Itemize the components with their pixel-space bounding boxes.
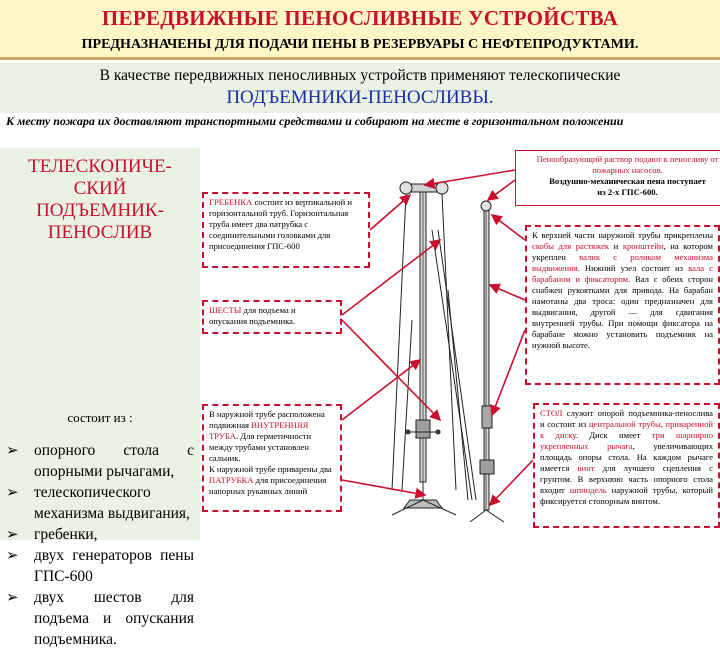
note-text-red: Пенообразующий раствор подают к пенослив… [536,154,719,175]
note-stol: СТОЛ служит опорой подъемника-пенослива … [533,403,720,528]
note-foam-supply: Пенообразующий раствор подают к пенослив… [515,150,720,206]
note-text-red: центральной трубы, приваренной к диску. [540,419,713,440]
list-item: ➢ телескопического механизма выдвигания, [6,482,194,524]
list-item-text: телескопического механизма выдвигания, [34,484,190,522]
title-line: ПЕНОСЛИВ [47,222,153,243]
list-item-text: двух шестов для подъема и опускания подъ… [34,589,194,648]
note-text: для присоединения напорных рукавных лини… [209,475,327,496]
intro-highlight: ПОДЪЕМНИКИ-ПЕНОСЛИВЫ. [226,87,494,108]
note-text-red: СТОЛ [540,408,563,418]
note-text: К наружной трубе приварены два [209,464,332,474]
arrow-bullet-icon: ➢ [6,588,19,606]
note-text-red: винт [577,463,595,473]
list-item: ➢ двух шестов для подъема и опускания под… [6,587,194,650]
title-line: СКИЙ [73,178,127,199]
note-text: наружной трубы, который фиксируется стоп… [540,485,714,506]
note-text-red: вала с барабаном и фиксатором [532,263,713,284]
title-line: ТЕЛЕСКОПИЧЕ- [28,156,172,177]
arrow-bullet-icon: ➢ [6,483,19,501]
page-title: ПЕРЕДВИЖНЫЕ ПЕНОСЛИВНЫЕ УСТРОЙСТВА [101,6,619,30]
note-text-red: ГРЕБЕНКА [209,197,253,207]
title-line: ПОДЪЕМНИК- [36,200,164,221]
note-upper-lower-assembly: К верхней части наружной трубы прикрепле… [525,225,720,385]
arrow-bullet-icon: ➢ [6,546,19,564]
list-item: ➢ гребенки, [6,524,194,545]
note-text: для подъема и опускания подъемника. [209,305,296,326]
delivery-text: К месту пожара их доставляют транспортны… [6,114,624,128]
list-item-text: опорного стола с опорными рычагами, [34,442,194,480]
note-text-red: три шарнирно укрепленных рычага [540,430,713,451]
intro-text: В качестве передвижных пеносливных устро… [99,67,621,84]
list-item: ➢ двух генераторов пены ГПС-600 [6,545,194,587]
note-text-red: кронштейн [622,241,664,251]
note-text: и [609,241,623,251]
note-text: Воздушно-механическая пена поступает [549,176,706,186]
list-item-text: гребенки, [34,526,98,543]
note-text: из 2-х ГПС-600. [597,187,658,197]
list-item: ➢ опорного стола с опорными рычагами, [6,440,194,482]
note-text: . Вал с обеих сторон снабжен рукоятками … [532,274,713,350]
note-shesty: ШЕСТЫ для подъема и опускания подъемника… [202,300,342,334]
intro-panel: В качестве передвижных пеносливных устро… [0,63,720,113]
note-text-red: скобы для растяжек [532,241,610,251]
note-text-red: валик с роликом механизма выдвижения. [532,252,713,273]
note-text: состоит из вертикальной и горизонтальной… [209,197,352,251]
foam-lift-drawing [391,181,505,523]
note-text-red: ШЕСТЫ [209,305,242,315]
arrow-bullet-icon: ➢ [6,441,19,459]
page-subtitle: ПРЕДНАЗНАЧЕНЫ ДЛЯ ПОДАЧИ ПЕНЫ В РЕЗЕРВУА… [81,37,639,52]
note-grebenka: ГРЕБЕНКА состоит из вертикальной и гориз… [202,192,370,268]
note-text: Нижний узел состоит из [579,263,689,273]
note-text: , увеличивающих площадь опоры стола. На … [540,441,714,473]
note-text: В наружной трубе расположена подвижная [209,409,325,430]
note-text: для лучшего сцепления с грунтом. В верхн… [540,463,713,495]
components-list: ➢ опорного стола с опорными рычагами, ➢ те… [6,440,194,650]
note-text: , на котором укреплен [532,241,713,262]
left-column-title: ТЕЛЕСКОПИЧЕ- СКИЙ ПОДЪЕМНИК- ПЕНОСЛИВ [0,156,200,244]
list-item-text: двух генераторов пены ГПС-600 [34,547,194,585]
consists-of-label: состоит из : [67,410,133,425]
note-text: Диск имеет [577,430,652,440]
note-text-red: шпиндель [569,485,607,495]
note-text: служит опорой подъемника-пенослива и сос… [540,408,713,429]
arrow-bullet-icon: ➢ [6,525,19,543]
note-text: . Для герметичности между трубами устано… [209,431,312,463]
note-inner-tube: В наружной трубе расположена подвижная В… [202,404,342,512]
header-banner: ПЕРЕДВИЖНЫЕ ПЕНОСЛИВНЫЕ УСТРОЙСТВА ПРЕДН… [0,0,720,60]
note-text-red: ПАТРУБКА [209,475,254,485]
note-text: К верхней части наружной трубы прикрепле… [532,230,713,240]
note-text-red: ВНУТРЕННЯЯ ТРУБА [209,420,309,441]
left-column: ТЕЛЕСКОПИЧЕ- СКИЙ ПОДЪЕМНИК- ПЕНОСЛИВ со… [0,148,200,648]
